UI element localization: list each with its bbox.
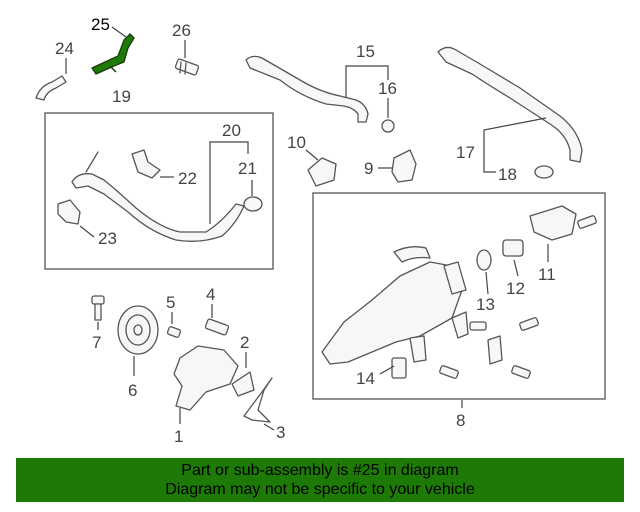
part-18-o-ring[interactable] [534,165,554,179]
part-13-o-ring[interactable] [476,249,492,271]
part-2-gasket[interactable] [231,371,255,397]
part-21-o-ring[interactable] [243,196,263,212]
part-19-pipe-assembly[interactable] [71,173,245,242]
part-8-thermostat-housing[interactable] [321,261,463,365]
leader-14 [379,365,395,375]
part-8-bolt-b[interactable] [469,321,487,331]
callout-1: 1 [174,427,183,446]
part-8-bracket-a[interactable] [451,311,469,339]
leader-15 [345,65,389,98]
part-8-bracket-c[interactable] [409,335,427,363]
part-3-gasket[interactable] [243,377,273,423]
leader-13 [485,271,489,295]
callout-22: 22 [178,169,197,188]
callout-12: 12 [506,279,525,298]
part-8-bracket-b[interactable] [487,335,503,365]
part-26-bolt[interactable] [174,58,200,76]
part-8-bolt-c[interactable] [519,317,539,331]
part-16-o-ring[interactable] [381,119,395,133]
part-11-outlet[interactable] [529,205,577,241]
part-12-sensor[interactable] [502,239,524,257]
part-9-bracket[interactable] [391,149,417,183]
part-7-bolt[interactable] [91,295,105,321]
callout-7: 7 [92,333,101,352]
callout-2: 2 [240,333,249,352]
group-box-8 [312,192,606,400]
callout-5: 5 [166,293,175,312]
part-6-pulley[interactable] [117,305,159,355]
leader-12 [513,259,519,277]
leader-25 [111,26,127,38]
part-24-hose[interactable] [35,75,67,101]
callout-14: 14 [356,369,375,388]
leader-23 [79,225,95,238]
callout-23: 23 [98,229,117,248]
part-8-bolt-e[interactable] [511,365,531,379]
leader-17 [483,117,547,173]
callout-26: 26 [172,21,191,40]
callout-16: 16 [378,79,397,98]
leader-20 [209,141,249,224]
callout-6: 6 [128,381,137,400]
leader-10 [305,149,319,161]
part-10-plate[interactable] [307,157,337,187]
callout-15: 15 [356,42,375,61]
part-14-sensor[interactable] [391,357,407,379]
banner-line-1: Part or sub-assembly is #25 in diagram [181,462,459,479]
banner-line-2: Diagram may not be specific to your vehi… [165,481,475,498]
callout-11: 11 [538,265,556,284]
callout-10: 10 [287,133,306,152]
callout-17: 17 [456,143,475,162]
callout-25: 25 [91,15,110,34]
part-22-bracket[interactable] [131,149,161,179]
part-8-bolt-d[interactable] [439,365,459,379]
callout-21: 21 [238,159,257,178]
part-4-bolt[interactable] [204,318,230,336]
callout-20: 20 [222,121,241,140]
callout-3: 3 [276,423,285,442]
part-19-sensor-rod [85,151,99,173]
part-23-bracket[interactable] [57,199,81,225]
callout-24: 24 [55,39,74,58]
callout-13: 13 [476,295,495,314]
group-box-19 [44,112,274,270]
part-8-bolt-a[interactable] [577,215,597,229]
part-25-bracket[interactable] [91,33,135,75]
callout-4: 4 [206,285,215,304]
part-5-dowel[interactable] [166,326,182,338]
part-8-outlet-pipe[interactable] [393,246,431,263]
info-banner: Part or sub-assembly is #25 in diagram D… [16,458,624,502]
callout-19: 19 [112,87,131,106]
callout-9: 9 [364,159,373,178]
callout-8: 8 [456,411,465,430]
part-15-pipe[interactable] [245,55,369,123]
parts-diagram: 25 24 26 19 15 16 20 21 22 23 10 9 17 18… [35,15,606,446]
callout-18: 18 [498,165,517,184]
leader-3 [263,423,275,431]
part-17-pipe[interactable] [437,46,583,163]
part-8-inlet-pipe[interactable] [443,261,467,295]
part-1-water-pump[interactable] [173,345,239,411]
